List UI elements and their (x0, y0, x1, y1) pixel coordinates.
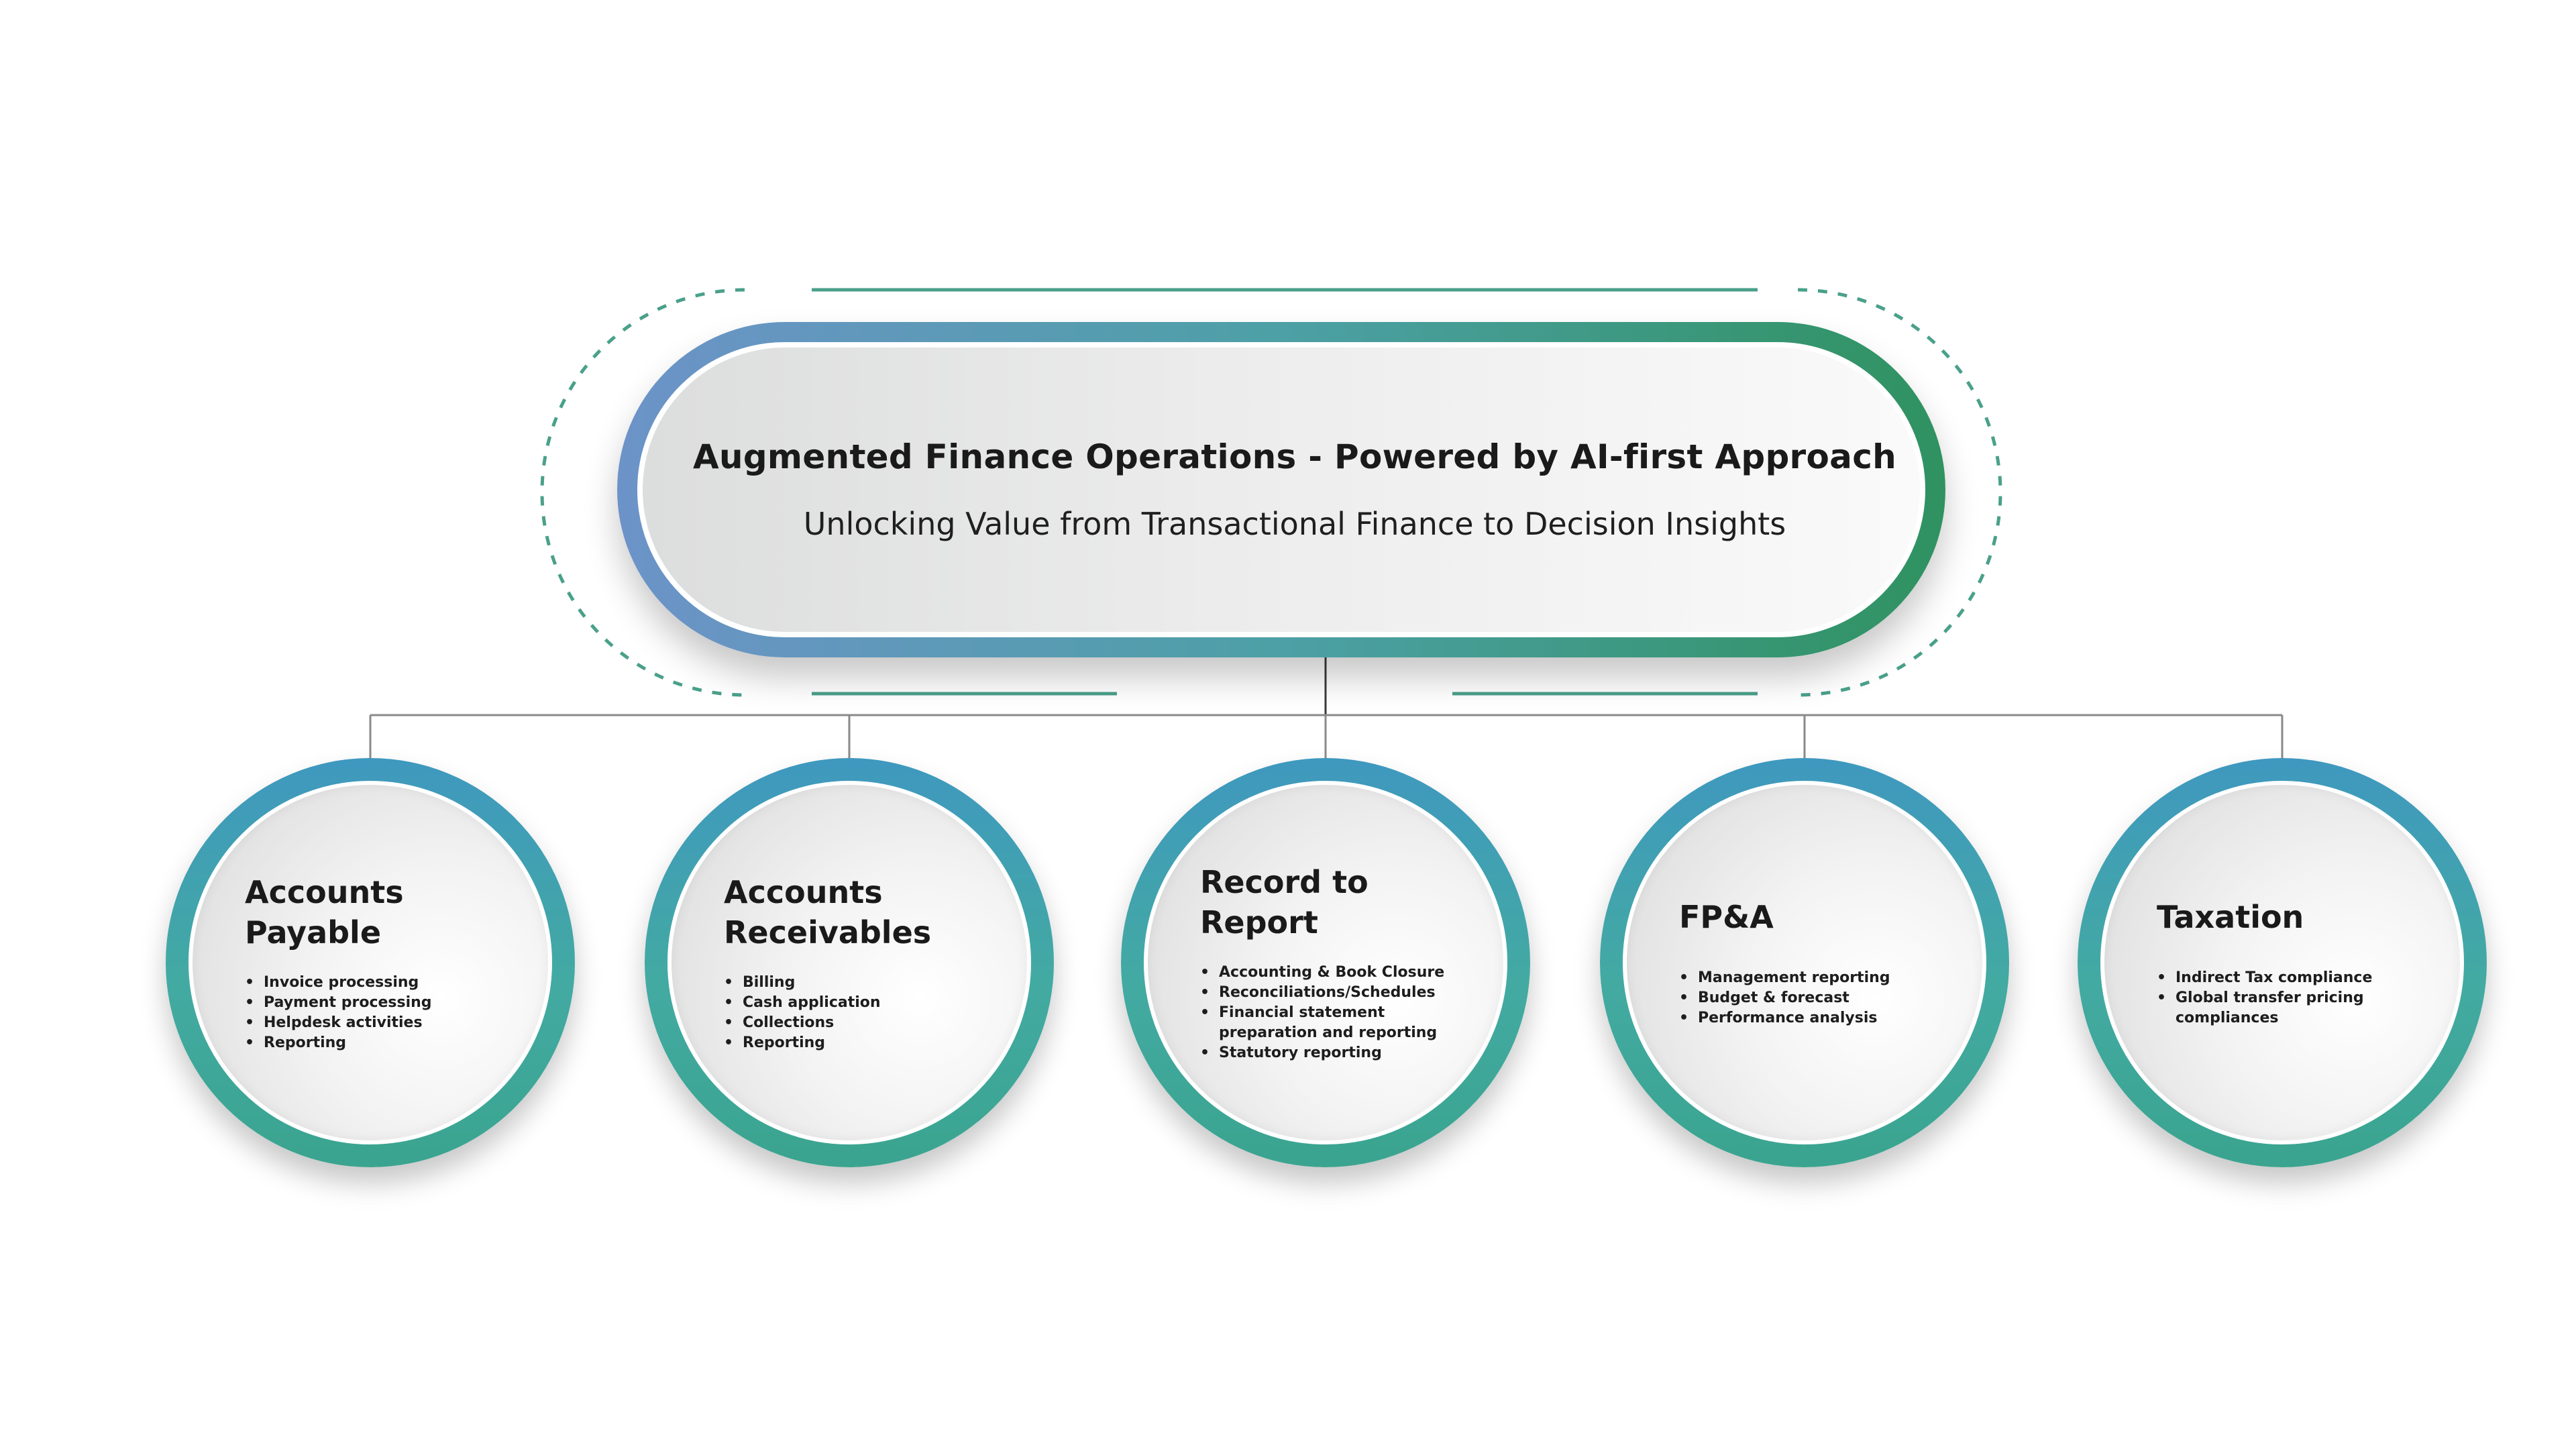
node-list-item: Payment processing (245, 993, 521, 1013)
node-inner: Record to Report Accounting & Book Closu… (1144, 781, 1507, 1144)
node-list-item: Budget & forecast (1679, 988, 1955, 1008)
node-title-line: Taxation (2157, 899, 2304, 935)
node-title-line: Accounts (245, 874, 404, 910)
node-title: Taxation (2157, 897, 2433, 937)
node-item-list: Accounting & Book Closure Reconciliation… (1200, 963, 1477, 1063)
node-list-item: Collections (724, 1013, 1000, 1033)
node-list-item: Management reporting (1679, 968, 1955, 988)
node-list-item: Accounting & Book Closure (1200, 963, 1477, 983)
node-title-line: Report (1200, 904, 1318, 941)
node-title: FP&A (1679, 897, 1955, 937)
node-title-line: Receivables (724, 914, 932, 951)
node-item-list: Billing Cash application Collections Rep… (724, 973, 1000, 1053)
node-list-item: Cash application (724, 993, 1000, 1013)
node-list-item: Financial statement preparation and repo… (1200, 1003, 1477, 1043)
node-title: Accounts Payable (245, 872, 521, 953)
node-inner: Accounts Payable Invoice processing Paym… (189, 781, 552, 1144)
node-taxation: Taxation Indirect Tax compliance Global … (2078, 758, 2487, 1167)
node-record-to-report: Record to Report Accounting & Book Closu… (1121, 758, 1530, 1167)
node-title-line: Record to (1200, 864, 1368, 900)
hero-pill-inner: Augmented Finance Operations - Powered b… (637, 342, 1925, 637)
node-title: Record to Report (1200, 862, 1477, 943)
node-list-item: Billing (724, 973, 1000, 993)
node-list-item: Performance analysis (1679, 1008, 1955, 1028)
node-title: Accounts Receivables (724, 872, 1000, 953)
node-item-list: Invoice processing Payment processing He… (245, 973, 521, 1053)
node-title-line: Payable (245, 914, 382, 951)
node-inner: Taxation Indirect Tax compliance Global … (2100, 781, 2464, 1144)
node-title-line: FP&A (1679, 899, 1774, 935)
node-title-line: Accounts (724, 874, 883, 910)
node-list-item: Indirect Tax compliance (2157, 968, 2433, 988)
node-fpa: FP&A Management reporting Budget & forec… (1600, 758, 2009, 1167)
node-list-item: Global transfer pricing compliances (2157, 988, 2433, 1028)
node-list-item: Statutory reporting (1200, 1043, 1477, 1063)
node-list-item: Reporting (724, 1033, 1000, 1053)
node-inner: FP&A Management reporting Budget & forec… (1623, 781, 1986, 1144)
node-list-item: Helpdesk activities (245, 1013, 521, 1033)
hero-subtitle: Unlocking Value from Transactional Finan… (803, 506, 1786, 542)
node-list-item: Reconciliations/Schedules (1200, 983, 1477, 1003)
node-list-item: Invoice processing (245, 973, 521, 993)
hero-title: Augmented Finance Operations - Powered b… (692, 437, 1897, 476)
node-list-item: Reporting (245, 1033, 521, 1053)
node-item-list: Indirect Tax compliance Global transfer … (2157, 968, 2433, 1028)
node-accounts-payable: Accounts Payable Invoice processing Paym… (166, 758, 575, 1167)
node-item-list: Management reporting Budget & forecast P… (1679, 968, 1955, 1028)
hero-pill: Augmented Finance Operations - Powered b… (617, 322, 1945, 657)
node-accounts-receivables: Accounts Receivables Billing Cash applic… (645, 758, 1054, 1167)
node-inner: Accounts Receivables Billing Cash applic… (667, 781, 1031, 1144)
